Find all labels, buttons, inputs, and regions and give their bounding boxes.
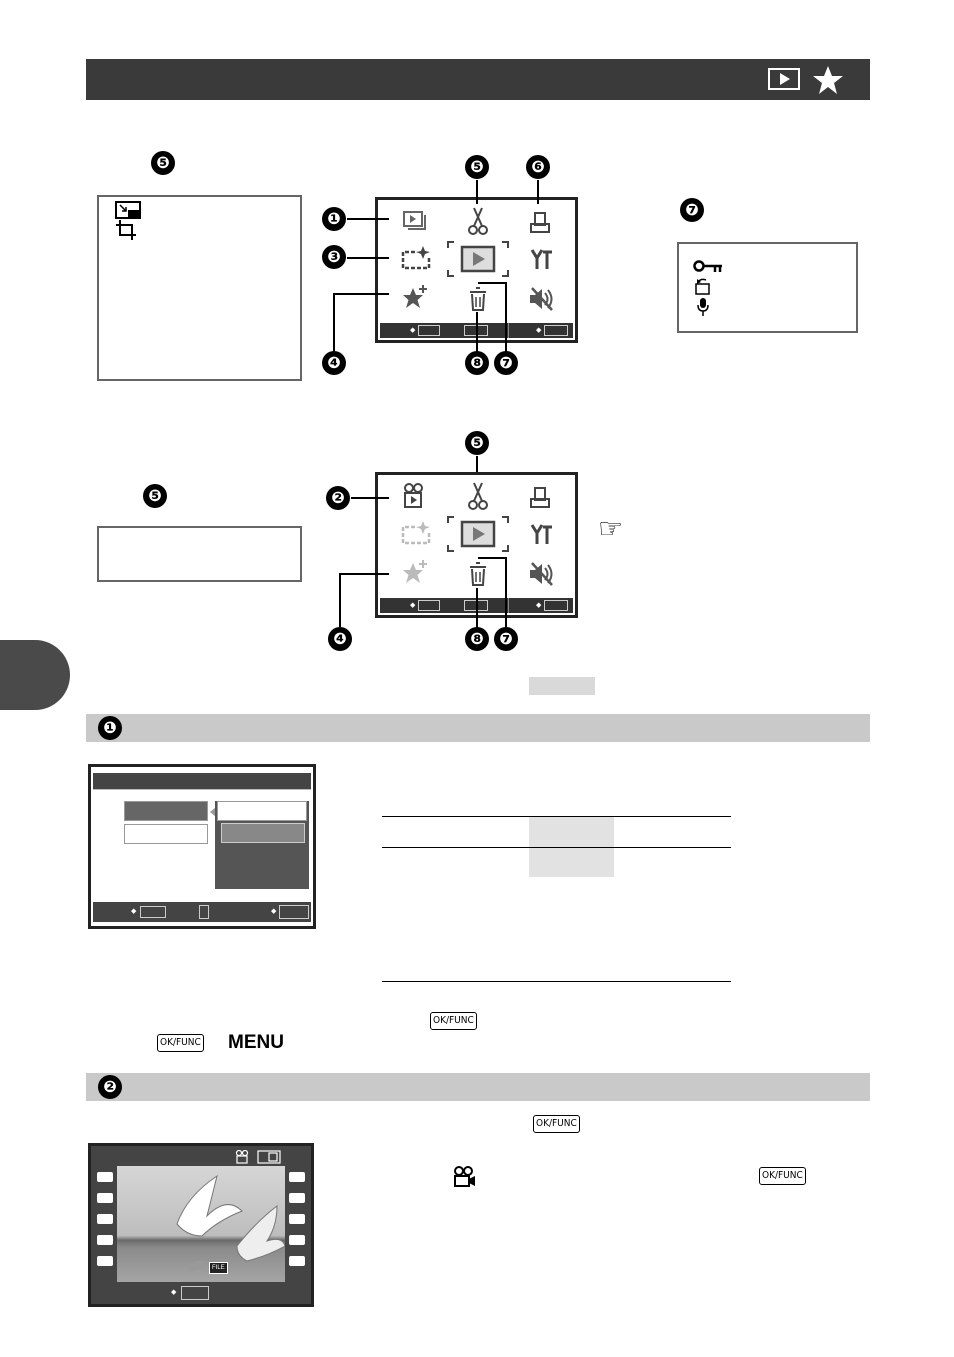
section-1-bar: ❶ xyxy=(86,714,870,742)
callout-8-b: ❽ xyxy=(465,627,489,651)
table-rule-header xyxy=(382,847,731,848)
movie-edit-box xyxy=(97,526,302,582)
movie-playback-screen: FILE ◆ xyxy=(88,1143,314,1307)
silent-mode-icon-2 xyxy=(530,562,553,586)
callout-7-b: ❼ xyxy=(680,198,704,222)
callout-3: ❸ xyxy=(322,245,346,269)
erase-trash-icon-2 xyxy=(470,562,486,586)
movie-frame-image: FILE xyxy=(117,1166,285,1282)
callout-6: ❻ xyxy=(526,155,550,179)
rotate-icon xyxy=(695,278,710,295)
menu-option-1[interactable] xyxy=(124,801,208,821)
callout-4-a: ❹ xyxy=(322,351,346,375)
silent-mode-icon xyxy=(530,287,553,311)
callout-7-c: ❼ xyxy=(494,627,518,651)
file-tag: FILE xyxy=(209,1262,228,1274)
okfunc-button-1: OK/FUNC xyxy=(430,1012,477,1030)
movie-camera-icon xyxy=(454,1166,475,1187)
setup-icon xyxy=(530,249,552,269)
callout-8-a: ❽ xyxy=(465,351,489,375)
setup-icon-2 xyxy=(530,524,552,544)
callout-5-c: ❺ xyxy=(465,431,489,455)
table-rule-top xyxy=(382,816,731,817)
callout-5-b: ❺ xyxy=(465,155,489,179)
callout-1-a: ❶ xyxy=(322,207,346,231)
callout-2-a: ❷ xyxy=(326,486,350,510)
edit-scissors-icon xyxy=(468,207,488,235)
erase-trash-icon xyxy=(470,287,486,311)
film-strip-right xyxy=(285,1166,311,1282)
reference-pointer-icon: ☞ xyxy=(598,512,624,545)
add-favorite-icon-disabled xyxy=(403,560,427,583)
add-favorite-icon xyxy=(403,285,427,308)
section-1-number: ❶ xyxy=(98,716,122,740)
callout-7-a: ❼ xyxy=(494,351,518,375)
okfunc-button-4: OK/FUNC xyxy=(759,1167,806,1185)
submenu-option-1[interactable] xyxy=(217,801,307,821)
callout-5-a: ❺ xyxy=(151,151,175,175)
star-icon xyxy=(812,64,844,96)
playback-icon xyxy=(768,68,800,90)
resize-icon xyxy=(115,201,141,219)
print-icon xyxy=(530,212,550,233)
okfunc-button-2: OK/FUNC xyxy=(157,1034,204,1052)
film-strip-left xyxy=(91,1166,117,1282)
menu-button-label: MENU xyxy=(228,1032,284,1053)
edit-options-box xyxy=(97,195,302,381)
microphone-icon xyxy=(697,298,709,316)
section-2-number: ❷ xyxy=(98,1075,122,1099)
callout-5-d: ❺ xyxy=(143,484,167,508)
image-size-icon xyxy=(257,1150,281,1164)
playback-selector[interactable] xyxy=(446,240,510,278)
protect-key-icon xyxy=(693,260,722,272)
playback-menu-screen-1: ◆ ◆ xyxy=(375,197,578,343)
submenu-option-2[interactable] xyxy=(221,823,305,843)
movie-indicator-icon xyxy=(235,1150,249,1164)
playback-selector-2[interactable] xyxy=(446,515,510,553)
playback-options-box xyxy=(677,242,858,333)
okfunc-button-3: OK/FUNC xyxy=(533,1115,580,1133)
menu-option-2[interactable] xyxy=(124,824,208,844)
print-icon-2 xyxy=(530,487,550,508)
movie-play-icon xyxy=(404,483,423,508)
grey-highlight xyxy=(529,677,595,695)
perfect-fix-icon-disabled xyxy=(401,521,431,545)
header-bar xyxy=(86,59,870,100)
seagulls-icon xyxy=(176,1174,285,1271)
slideshow-setup-screen: ◆ ◆ xyxy=(88,764,316,929)
side-tab xyxy=(0,640,70,710)
perfect-fix-icon xyxy=(401,246,431,270)
slideshow-icon xyxy=(403,211,426,230)
table-highlight-column xyxy=(529,816,614,877)
callout-4-b: ❹ xyxy=(328,627,352,651)
edit-scissors-icon-2 xyxy=(468,482,488,510)
table-rule-bottom xyxy=(382,981,731,982)
section-2-bar: ❷ xyxy=(86,1073,870,1101)
crop-icon xyxy=(116,220,136,240)
